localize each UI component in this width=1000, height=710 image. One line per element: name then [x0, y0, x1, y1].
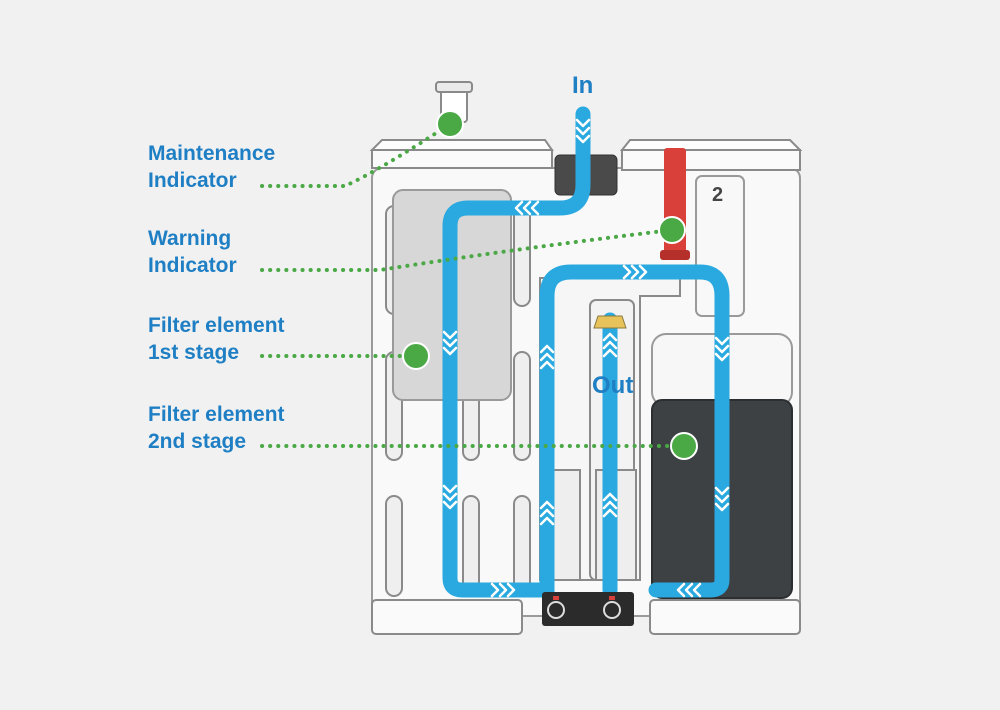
maintenance-indicator-line1: Maintenance: [148, 142, 276, 165]
filter-stage2-marker: [670, 432, 698, 460]
filter-stage2-line1: Filter element: [148, 403, 285, 426]
filter-stage2-label: Filter element 2nd stage: [148, 401, 285, 455]
stage-number-label: 2: [712, 184, 724, 206]
flow-in-label: In: [572, 72, 594, 99]
leader-lines: [260, 122, 686, 448]
filter-stage1-label: Filter element 1st stage: [148, 312, 285, 366]
warning-indicator-marker: [658, 216, 686, 244]
flow-path: [442, 106, 730, 598]
maintenance-indicator-marker: [436, 110, 464, 138]
outlet-fitting: [593, 315, 627, 329]
flow-out-label: Out: [592, 372, 634, 399]
maintenance-indicator-label: Maintenance Indicator: [148, 140, 275, 194]
control-panel: [542, 592, 634, 626]
filter-stage1-marker: [402, 342, 430, 370]
warning-indicator-line2: Indicator: [148, 254, 237, 277]
filter-stage1-line2: 1st stage: [148, 341, 240, 364]
warning-indicator-line1: Warning: [148, 227, 232, 250]
warning-indicator-label: Warning Indicator: [148, 225, 237, 279]
maintenance-indicator-line2: Indicator: [148, 169, 237, 192]
filter-stage1-line1: Filter element: [148, 314, 285, 337]
callout-markers: [402, 110, 698, 460]
flow-chevrons: [442, 118, 730, 598]
filter-stage2-line2: 2nd stage: [148, 430, 247, 453]
